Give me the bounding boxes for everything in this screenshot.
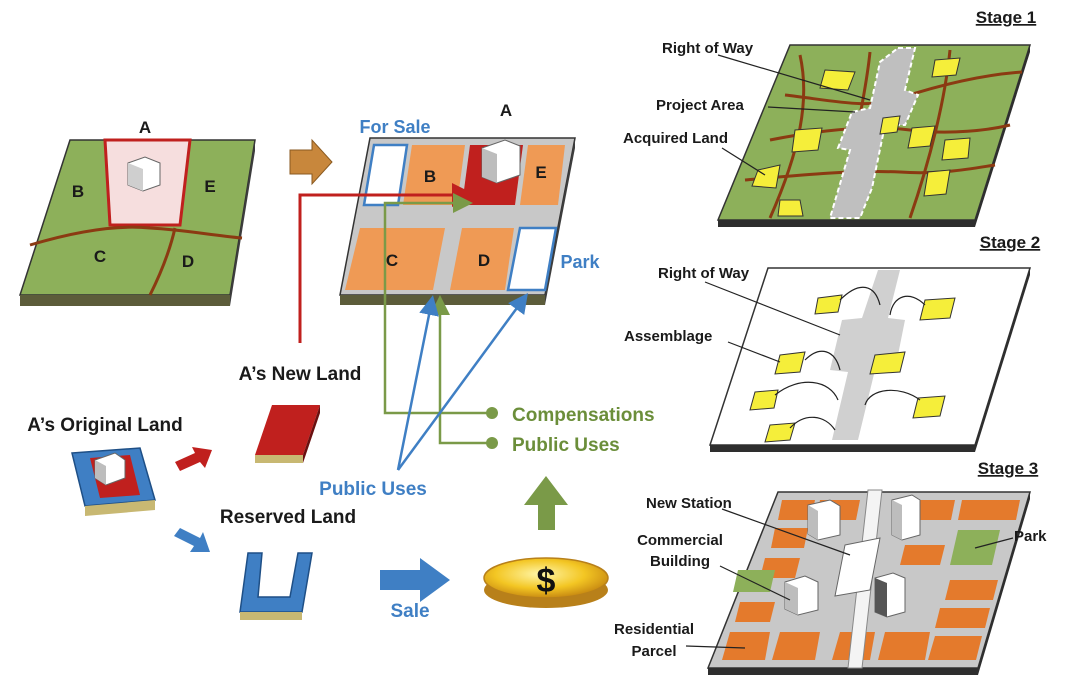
original-land-block xyxy=(71,447,156,516)
label-b-new: B xyxy=(424,167,436,186)
label-d-original: D xyxy=(182,252,194,271)
label-e-original: E xyxy=(204,177,215,196)
new-land-label: A’s New Land xyxy=(239,364,362,385)
stage3-panel: Stage 3 xyxy=(614,459,1047,675)
label-c-new: C xyxy=(386,251,398,270)
new-station-block xyxy=(834,537,881,597)
stage2-assemblage-label: Assemblage xyxy=(624,328,712,345)
reserved-land-label: Reserved Land xyxy=(220,507,356,528)
label-a-original: A xyxy=(139,118,151,137)
for-sale-label: For Sale xyxy=(359,117,430,137)
stage1-panel: Stage 1 Right of Way Project Area Acquir… xyxy=(623,8,1036,227)
stage2-title: Stage 2 xyxy=(980,233,1040,252)
stage3-commercial-label-line1: Commercial xyxy=(637,532,723,549)
stage1-project-area-label: Project Area xyxy=(656,97,744,114)
stage3-title: Stage 3 xyxy=(978,459,1038,478)
parcel-c-new xyxy=(345,228,445,290)
public-uses-green-label: Public Uses xyxy=(512,435,620,456)
dollar-coin-icon: $ xyxy=(483,557,609,608)
park-parcel xyxy=(506,226,558,292)
park-label: Park xyxy=(560,252,600,272)
label-a-new: A xyxy=(500,101,512,120)
sale-label: Sale xyxy=(390,601,429,622)
flow-connectors xyxy=(298,183,528,471)
label-e-new: E xyxy=(535,163,546,182)
stage3-park-label: Park xyxy=(1014,528,1047,545)
parcel-b-new xyxy=(403,145,465,205)
compensations-label: Compensations xyxy=(512,405,655,426)
stage2-panel: Stage 2 Right of Way Assemblage xyxy=(624,233,1040,452)
parcel-d-new xyxy=(450,228,514,290)
reserved-land-block xyxy=(239,552,313,620)
dollar-sign: $ xyxy=(537,562,556,600)
original-parcel-map: A B E C D xyxy=(18,118,256,306)
stage3-residential-label-line1: Residential xyxy=(614,621,694,638)
stage1-right-of-way-label: Right of Way xyxy=(662,40,754,57)
sale-arrow-icon xyxy=(380,558,450,602)
public-uses-blue-label: Public Uses xyxy=(319,479,427,500)
label-c-original: C xyxy=(94,247,106,266)
blue-arrow-icon xyxy=(174,528,210,552)
parcel-e-new xyxy=(520,145,565,205)
label-d-new: D xyxy=(478,251,490,270)
green-up-arrow-icon xyxy=(524,476,568,530)
red-arrow-icon xyxy=(175,447,212,471)
stage1-acquired-land-label: Acquired Land xyxy=(623,130,728,147)
stage3-new-station-label: New Station xyxy=(646,495,732,512)
stage2-right-of-way-label: Right of Way xyxy=(658,265,750,282)
transform-arrow-icon xyxy=(289,138,333,186)
for-sale-parcel xyxy=(362,143,409,207)
stage3-commercial-label-line2: Building xyxy=(650,553,710,570)
original-land-label: A’s Original Land xyxy=(27,415,183,436)
new-land-block xyxy=(255,405,320,463)
readjusted-parcel-map: A B E C D For Sale Park xyxy=(339,101,600,305)
stage1-title: Stage 1 xyxy=(976,8,1036,27)
stage3-residential-label-line2: Parcel xyxy=(631,643,676,660)
label-b-original: B xyxy=(72,182,84,201)
